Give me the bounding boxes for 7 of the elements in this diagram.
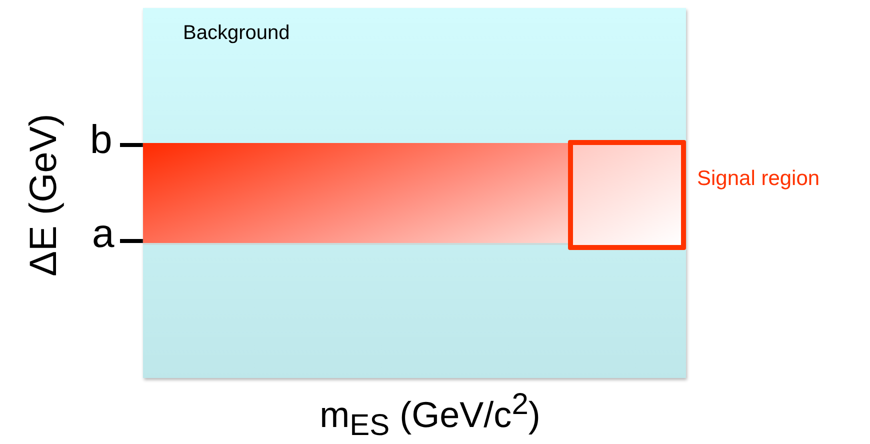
axis-tick-label: a <box>92 212 114 256</box>
region-label: Background <box>183 22 290 45</box>
gradient-band <box>143 143 568 245</box>
axis-title: m$_{ES}$ (GeV/c$^{2}$) <box>320 388 540 442</box>
region-label: Signal region <box>697 167 820 191</box>
axis-tick-label: b <box>90 118 112 162</box>
axis-title: ΔE (GeV) <box>24 114 66 276</box>
